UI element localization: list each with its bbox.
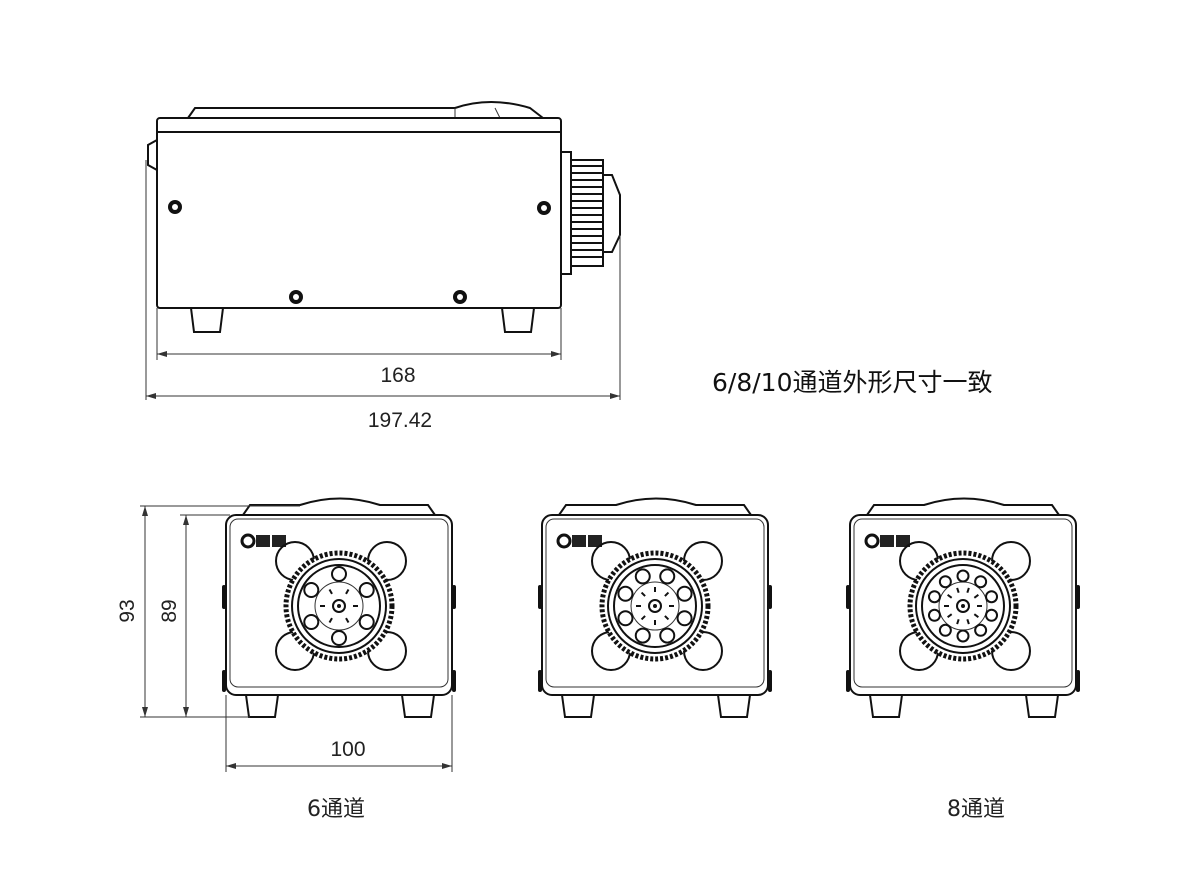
channel-roller [956,569,970,583]
dim-width: 100 [330,738,365,761]
channel-roller [659,568,676,585]
side-body [156,117,562,309]
channel-roller [303,582,320,598]
channel-roller [985,608,999,622]
channel-roller [617,610,634,627]
channel-roller [938,623,952,637]
dim-height-body: 89 [158,599,181,622]
foot [869,694,903,718]
channel-label: 8通道 [947,797,1005,822]
dim-total-length: 197.42 [368,409,432,432]
rear-connector [147,139,158,171]
channel-roller [358,614,375,630]
foot [401,694,435,718]
dim-height-total: 93 [116,599,139,622]
channel-roller [617,585,634,602]
channel-roller [303,614,320,630]
foot [1025,694,1059,718]
rotor-center [956,599,970,613]
brand-logo [240,533,286,549]
pump-knob-side [560,151,621,275]
front-dimensions: 93 89 100 [116,505,453,772]
rotor-center [648,599,662,613]
channel-roller [974,575,988,589]
foot [501,307,535,333]
front-view-6-channel: 6通道 [222,497,456,822]
screw-icon [537,201,551,215]
screw-icon [289,290,303,304]
channel-label: 6通道 [307,797,365,822]
front-view-8-channel: 8通道 [538,497,1005,822]
channel-roller [985,590,999,604]
rotor-center [332,599,346,613]
screw-icon [453,290,467,304]
dim-body-length: 168 [380,364,415,387]
channel-roller [956,629,970,643]
channel-roller [331,630,347,646]
brand-logo [864,533,910,549]
drawing-title: 6/8/10通道外形尺寸一致 [712,368,992,397]
channel-roller [358,582,375,598]
channel-roller [974,623,988,637]
channel-roller [634,568,651,585]
foot [245,694,279,718]
top-plate [187,101,544,119]
channel-roller [927,608,941,622]
foot [561,694,595,718]
top-plate [866,497,1060,516]
side-view: 168 197.42 [145,101,621,432]
channel-roller [331,566,347,582]
screw-icon [168,200,182,214]
top-plate [558,497,752,516]
channel-roller [659,627,676,644]
foot [190,307,224,333]
top-plate [242,497,436,516]
channel-roller [634,627,651,644]
channel-roller [927,590,941,604]
foot [717,694,751,718]
brand-logo [556,533,602,549]
front-view-10-channel: 10通道 [846,497,1080,718]
channel-roller [676,585,693,602]
channel-roller [676,610,693,627]
channel-roller [938,575,952,589]
